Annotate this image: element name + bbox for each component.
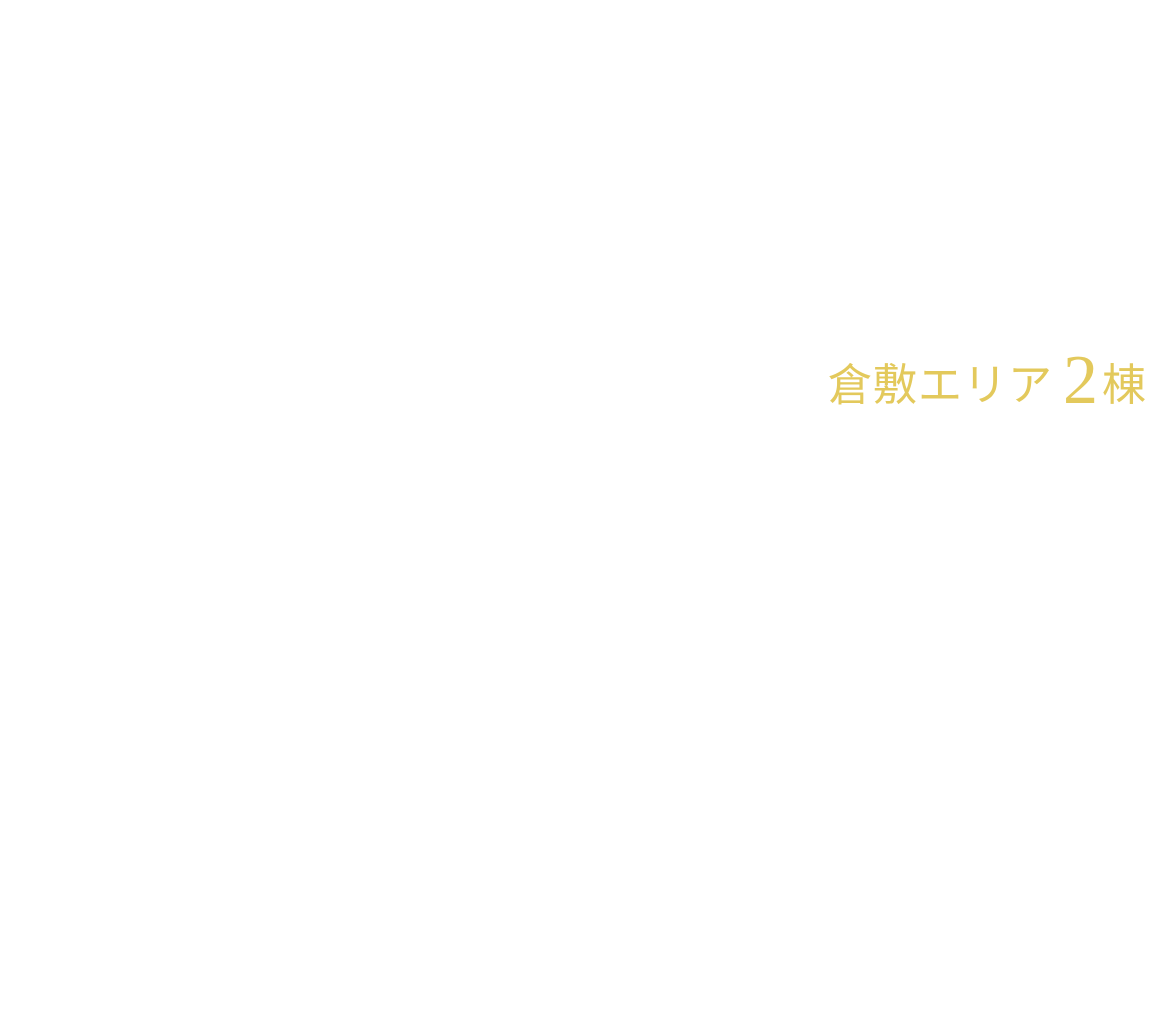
area-name-text: 倉敷エリア [828, 360, 1053, 411]
building-count-number: 2 [1063, 342, 1098, 419]
area-count-label: 倉敷エリア 2 棟 [828, 346, 1146, 416]
building-unit-text: 棟 [1102, 360, 1146, 411]
